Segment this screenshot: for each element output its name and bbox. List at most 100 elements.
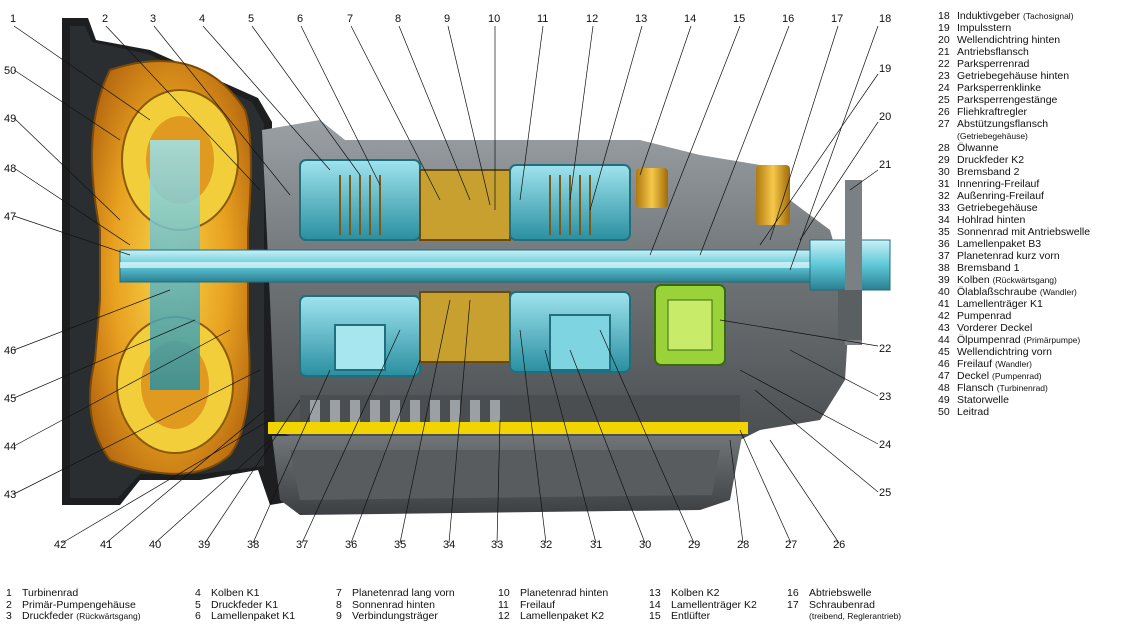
legend-number: 21 xyxy=(938,46,950,58)
legend-number: 41 xyxy=(938,298,950,310)
legend-number: 30 xyxy=(938,166,950,178)
legend-number: 42 xyxy=(938,310,950,322)
legend-item-note: (treibend, Reglerantrieb) xyxy=(787,611,901,623)
legend-note: (Primärpumpe) xyxy=(1023,335,1081,345)
legend-number: 38 xyxy=(938,262,950,274)
callout-18: 18 xyxy=(879,13,891,25)
legend-label: Hohlrad hinten xyxy=(957,214,1026,226)
legend-number: 10 xyxy=(498,587,510,599)
callout-27: 27 xyxy=(785,539,797,551)
callout-16: 16 xyxy=(782,13,794,25)
legend-note: (Tachosignal) xyxy=(1022,11,1074,21)
callout-47: 47 xyxy=(4,211,16,223)
callout-19: 19 xyxy=(879,63,891,75)
callout-7: 7 xyxy=(347,13,353,25)
callout-49: 49 xyxy=(4,113,16,125)
legend-item-2: 2 Primär-Pumpengehäuse xyxy=(6,598,141,612)
callout-39: 39 xyxy=(198,539,210,551)
callout-48: 48 xyxy=(4,163,16,175)
legend-item-35: 35 Sonnenrad mit Antriebswelle xyxy=(938,226,1128,238)
legend-number: 26 xyxy=(938,106,950,118)
legend-number: 33 xyxy=(938,202,950,214)
legend-number: 8 xyxy=(336,598,342,611)
callout-46: 46 xyxy=(4,345,16,357)
legend-label: Sonnenrad mit Antriebswelle xyxy=(957,226,1091,238)
legend-label: Abtriebswelle xyxy=(809,587,872,599)
legend-number: 17 xyxy=(787,598,799,611)
callout-41: 41 xyxy=(100,539,112,551)
legend-label: Parksperrenrad xyxy=(957,58,1030,70)
legend-note: (Pumpenrad) xyxy=(992,371,1042,381)
legend-label: Druckfeder xyxy=(22,610,74,623)
leader-lines xyxy=(13,25,879,544)
legend-note: (Rückwärtsgang) xyxy=(76,611,141,622)
callout-6: 6 xyxy=(297,13,303,25)
callouts-bottom: 42 41 40 39 38 37 36 35 34 33 32 31 30 2… xyxy=(54,539,845,551)
legend-number: 23 xyxy=(938,70,950,82)
legend-label: Lamellenpaket K1 xyxy=(211,610,296,623)
legend-label: Lamellenträger K2 xyxy=(671,598,757,611)
callout-42: 42 xyxy=(54,539,66,551)
callouts-top: 1 2 3 4 5 6 7 8 9 10 11 12 13 14 15 16 1… xyxy=(10,13,891,25)
clutch-assemblies xyxy=(299,159,631,377)
legend-label: Entlüfter xyxy=(671,610,711,623)
callout-40: 40 xyxy=(149,539,161,551)
legend-number: 44 xyxy=(938,334,950,346)
legend-number: 6 xyxy=(195,610,201,623)
legend-number: 2 xyxy=(6,598,12,611)
legend-number: 43 xyxy=(938,322,950,334)
legend-number: 5 xyxy=(195,598,201,611)
legend-label: Induktivgeber xyxy=(957,10,1021,22)
callout-9: 9 xyxy=(444,13,450,25)
legend-label: Leitrad xyxy=(957,406,990,418)
legend-number: 15 xyxy=(649,610,661,623)
legend-label: Parksperrengestänge xyxy=(957,94,1058,106)
callout-17: 17 xyxy=(831,13,843,25)
legend-label: Bremsband 2 xyxy=(957,166,1020,178)
legend-number: 35 xyxy=(938,226,950,238)
callouts-left: 50 49 48 47 46 45 44 43 xyxy=(4,65,16,501)
callout-30: 30 xyxy=(639,539,651,551)
callout-3: 3 xyxy=(150,13,156,25)
legend-label: Flansch xyxy=(957,382,994,394)
callout-21: 21 xyxy=(879,159,891,171)
callout-28: 28 xyxy=(737,539,749,551)
callout-12: 12 xyxy=(586,13,598,25)
callout-4: 4 xyxy=(199,13,205,25)
legend-label: Ölwanne xyxy=(957,142,999,154)
legend-item-15: 15 Entlüfter xyxy=(649,610,757,623)
legend-subnote: (Getriebegehäuse) xyxy=(957,131,1028,141)
legend-item-42: 42 Pumpenrad xyxy=(938,310,1128,322)
callout-25: 25 xyxy=(879,487,891,499)
callout-44: 44 xyxy=(4,441,16,453)
legend-number: 4 xyxy=(195,587,201,599)
legend-label: Pumpenrad xyxy=(957,310,1012,322)
legend-label: Primär-Pumpengehäuse xyxy=(22,598,136,611)
legend-number: 50 xyxy=(938,406,950,418)
callout-43: 43 xyxy=(4,489,16,501)
legend-number: 36 xyxy=(938,238,950,250)
